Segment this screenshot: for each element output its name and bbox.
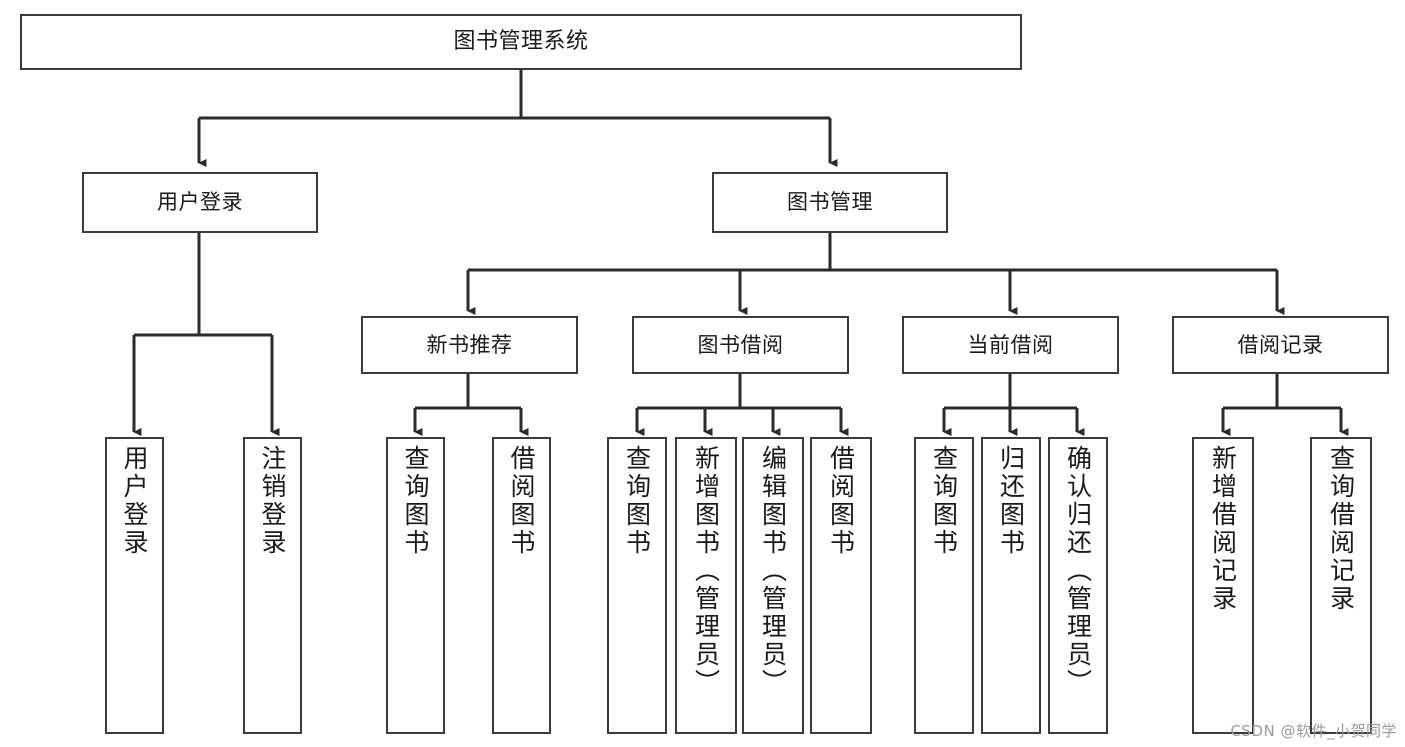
node-label: 图书管理系统: [453, 29, 589, 55]
node-leaf-book-borrow-add[interactable]: 新增图书（管理员）: [675, 437, 737, 734]
node-label: 借阅图书: [507, 445, 536, 557]
node-label: 新增借阅记录: [1208, 445, 1238, 613]
node-label: 当前借阅: [967, 332, 1054, 357]
node-leaf-user-login-logout[interactable]: 注销登录: [243, 437, 302, 734]
node-root-library-system[interactable]: 图书管理系统: [20, 14, 1022, 70]
node-label: 图书管理: [787, 190, 873, 215]
node-label: 新书推荐: [426, 332, 513, 357]
node-label: 编辑图书（管理员）: [758, 445, 788, 697]
node-label: 查询图书: [401, 445, 430, 557]
node-label: 用户登录: [157, 190, 243, 215]
node-leaf-new-book-query[interactable]: 查询图书: [386, 437, 445, 734]
node-leaf-new-book-borrow[interactable]: 借阅图书: [492, 437, 551, 734]
node-label: 注销登录: [258, 445, 287, 557]
node-leaf-current-borrow-return[interactable]: 归还图书: [981, 437, 1041, 734]
node-leaf-borrow-record-query[interactable]: 查询借阅记录: [1310, 437, 1372, 734]
node-label: 图书借阅: [697, 332, 784, 357]
node-leaf-borrow-record-add[interactable]: 新增借阅记录: [1192, 437, 1254, 734]
node-leaf-book-borrow-edit[interactable]: 编辑图书（管理员）: [742, 437, 804, 734]
node-leaf-current-borrow-confirm[interactable]: 确认归还（管理员）: [1048, 437, 1108, 734]
node-label: 用户登录: [120, 445, 149, 557]
node-leaf-book-borrow-borrow[interactable]: 借阅图书: [810, 437, 872, 734]
node-leaf-user-login-login[interactable]: 用户登录: [105, 437, 164, 734]
csdn-watermark: CSDN @软件_小贺同学: [1230, 722, 1397, 740]
node-new-book-recommend[interactable]: 新书推荐: [361, 316, 578, 374]
node-leaf-current-borrow-query[interactable]: 查询图书: [914, 437, 974, 734]
node-label: 查询借阅记录: [1326, 445, 1356, 613]
node-user-login[interactable]: 用户登录: [82, 172, 318, 233]
node-label: 借阅记录: [1237, 332, 1324, 357]
node-label: 查询图书: [622, 445, 652, 557]
node-label: 新增图书（管理员）: [691, 445, 721, 697]
node-borrow-record[interactable]: 借阅记录: [1172, 316, 1389, 374]
node-label: 归还图书: [996, 445, 1026, 557]
node-label: 查询图书: [929, 445, 959, 557]
node-leaf-book-borrow-query[interactable]: 查询图书: [607, 437, 667, 734]
node-book-management[interactable]: 图书管理: [712, 172, 948, 233]
node-book-borrow[interactable]: 图书借阅: [632, 316, 849, 374]
node-current-borrow[interactable]: 当前借阅: [902, 316, 1119, 374]
node-label: 确认归还（管理员）: [1063, 445, 1093, 697]
node-label: 借阅图书: [826, 445, 856, 557]
